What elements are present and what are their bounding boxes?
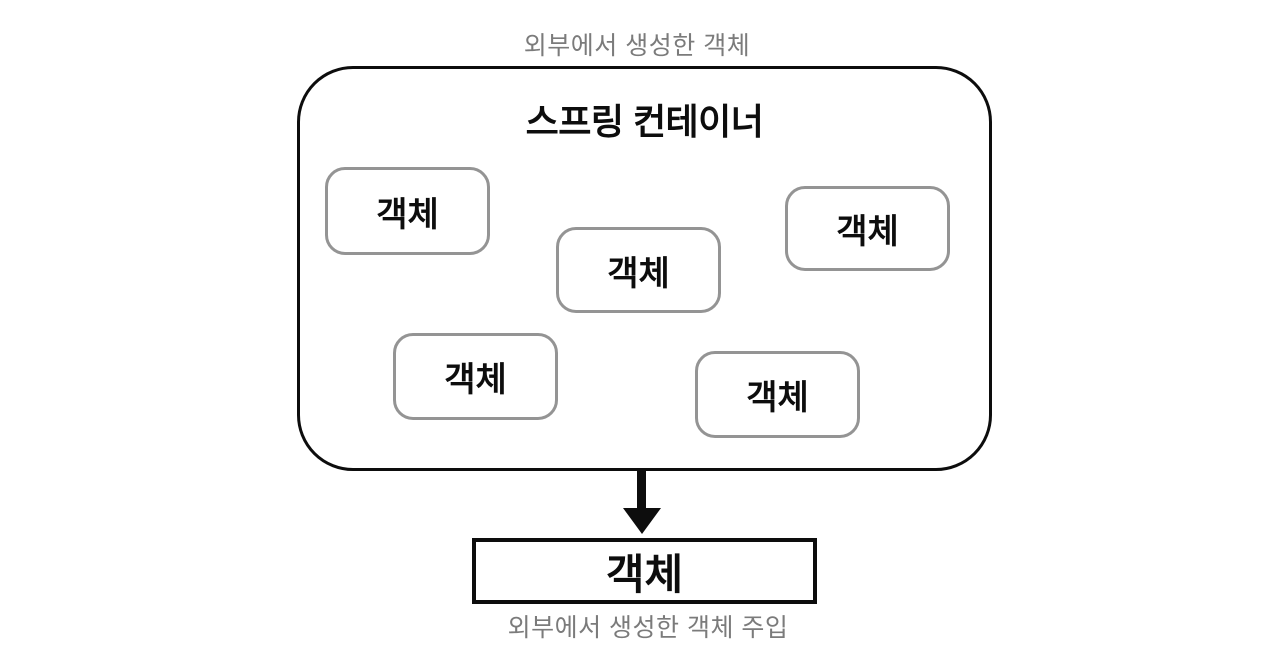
object-box-4: 객체 [393, 333, 558, 420]
object-box-2: 객체 [556, 227, 721, 313]
spring-container-title: 스프링 컨테이너 [525, 101, 764, 142]
external-object-caption: 외부에서 생성한 객체 [523, 32, 751, 60]
object-box-1: 객체 [325, 167, 490, 255]
spring-container: 스프링 컨테이너 객체 객체 객체 객체 객체 [297, 66, 992, 471]
external-object-box: 객체 [472, 538, 817, 604]
injection-caption: 외부에서 생성한 객체 주입 [507, 614, 789, 642]
injection-arrow-stem [637, 471, 646, 509]
object-box-5: 객체 [695, 351, 860, 438]
injection-arrow-head-icon [623, 508, 661, 534]
object-box-3: 객체 [785, 186, 950, 271]
